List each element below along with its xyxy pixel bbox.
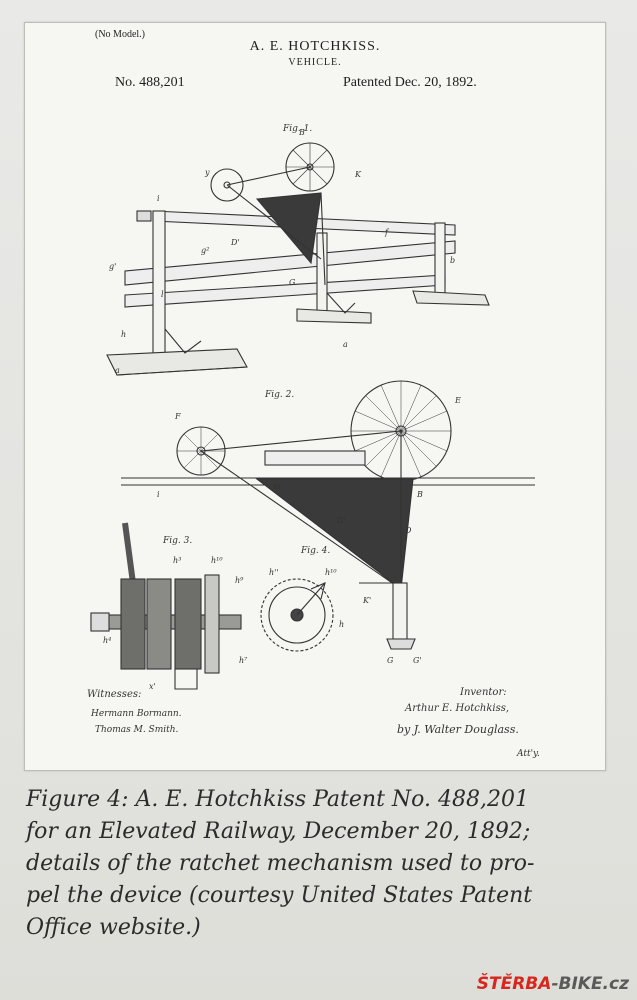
- svg-text:i: i: [157, 490, 160, 499]
- site-watermark: ŠTĚRBA-BIKE.cz: [477, 974, 629, 994]
- fig2-drawing: [121, 380, 535, 650]
- caption-line: pel the device (courtesy United States P…: [26, 883, 533, 908]
- fig1-label: Fig. 1.: [282, 124, 312, 134]
- patent-date: Patented Dec. 20, 1892.: [343, 75, 477, 90]
- fig1-reference-letters: i g' h a l g² D' G a b f K y B: [109, 128, 455, 375]
- svg-text:E: E: [454, 396, 461, 405]
- attorney-signature: by J. Walter Douglass.: [397, 723, 519, 736]
- attorney-label: Att'y.: [517, 749, 540, 759]
- svg-text:h⁹: h⁹: [235, 576, 244, 585]
- caption-line: details of the ratchet mechanism used to…: [26, 851, 535, 876]
- svg-text:D': D': [230, 238, 240, 247]
- fig3-label: Fig. 3.: [162, 536, 192, 546]
- svg-text:h: h: [339, 620, 344, 629]
- svg-text:G: G: [289, 278, 296, 287]
- fig3-drawing: [90, 522, 242, 690]
- svg-text:x': x': [149, 682, 156, 691]
- fig2-reference-letters: F i E B D D' K' G G' m: [157, 396, 461, 665]
- inventor-signature: Arthur E. Hotchkiss,: [405, 703, 510, 714]
- svg-text:B: B: [416, 490, 423, 499]
- svg-text:F: F: [174, 412, 181, 421]
- no-model-label: (No Model.): [95, 29, 145, 40]
- svg-text:h¹⁰: h¹⁰: [211, 556, 223, 565]
- svg-text:l: l: [161, 290, 164, 299]
- watermark-suffix: -BIKE.cz: [551, 974, 629, 994]
- patent-number: No. 488,201: [115, 75, 185, 90]
- svg-text:a: a: [343, 340, 348, 349]
- svg-text:h¹⁰: h¹⁰: [325, 568, 337, 577]
- patent-inventor-heading: A. E. HOTCHKISS.: [249, 39, 381, 54]
- svg-text:g': g': [109, 262, 116, 271]
- svg-text:m: m: [273, 482, 281, 491]
- caption-line: Figure 4: A. E. Hotchkiss Patent No. 488…: [26, 787, 529, 812]
- fig4-label: Fig. 4.: [300, 546, 330, 556]
- svg-text:h'': h'': [269, 568, 279, 577]
- inventor-label: Inventor:: [460, 687, 507, 698]
- patent-sheet: (No Model.) A. E. HOTCHKISS. VEHICLE. No…: [24, 22, 606, 771]
- svg-text:K': K': [362, 596, 371, 605]
- svg-text:D: D: [404, 526, 412, 535]
- svg-text:g²: g²: [201, 246, 209, 255]
- figure-caption: Figure 4: A. E. Hotchkiss Patent No. 488…: [26, 784, 616, 944]
- svg-text:G: G: [387, 656, 394, 665]
- witness-signature-2: Thomas M. Smith.: [95, 725, 179, 735]
- witnesses-label: Witnesses:: [87, 689, 142, 700]
- svg-text:f: f: [384, 228, 390, 237]
- svg-text:h³: h³: [173, 556, 181, 565]
- svg-text:B: B: [298, 128, 305, 137]
- fig4-drawing: [260, 578, 334, 652]
- watermark-brand: ŠTĚRBA: [476, 974, 552, 994]
- witness-signature-1: Hermann Bormann.: [91, 709, 182, 719]
- svg-text:y: y: [204, 168, 210, 177]
- svg-text:i: i: [157, 194, 160, 203]
- svg-text:h⁴: h⁴: [103, 636, 111, 645]
- svg-text:h: h: [121, 330, 126, 339]
- fig1-drawing: [106, 142, 490, 376]
- fig4-reference-letters: h'' h¹⁰ h: [269, 568, 344, 629]
- patent-drawing: Fig. 1.: [90, 124, 535, 691]
- svg-text:G': G': [413, 656, 422, 665]
- svg-text:K: K: [354, 170, 362, 179]
- caption-line: for an Elevated Railway, December 20, 18…: [26, 819, 531, 844]
- svg-text:b: b: [450, 256, 455, 265]
- svg-text:D': D': [336, 516, 346, 525]
- fig3-reference-letters: h³ h¹⁰ h⁹ h⁷ x' h⁴: [103, 556, 248, 691]
- svg-text:h⁷: h⁷: [239, 656, 248, 665]
- patent-title: VEHICLE.: [288, 57, 342, 68]
- caption-line: Office website.): [26, 915, 201, 940]
- svg-text:a: a: [115, 366, 120, 375]
- fig2-label: Fig. 2.: [264, 390, 294, 400]
